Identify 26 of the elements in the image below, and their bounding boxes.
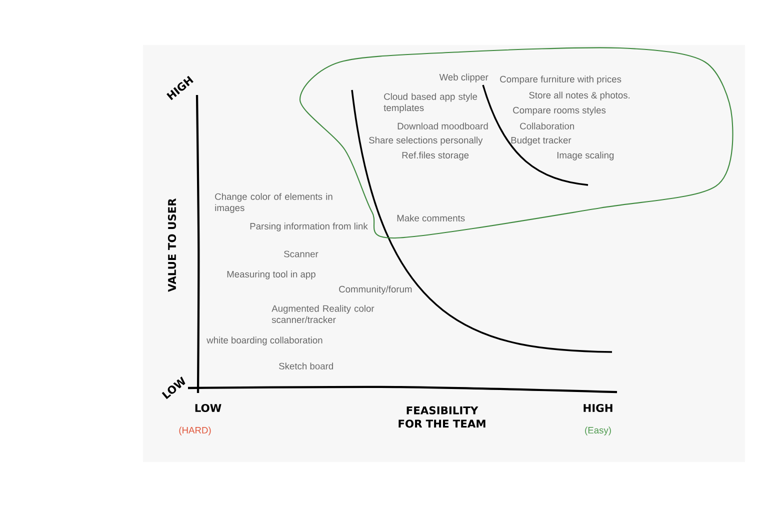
feature-label: Change color of elements in images: [215, 193, 332, 213]
axis-label: LOW: [195, 404, 222, 412]
feature-label: Store all notes & photos.: [529, 92, 630, 100]
scale-note: (Easy): [585, 426, 611, 436]
feature-label: Compare rooms styles: [513, 106, 606, 116]
feature-label: Cloud based app style templates: [384, 93, 478, 113]
feature-label: Budget tracker: [511, 136, 572, 146]
feature-label: Make comments: [397, 214, 465, 222]
feature-label: Augmented Reality color scanner/tracker: [272, 304, 374, 324]
feature-label: Compare furniture with prices: [500, 76, 622, 84]
axis-label: VALUE TO USER: [168, 198, 176, 292]
feature-label: Measuring tool in app: [227, 270, 316, 280]
scale-note: (HARD): [179, 426, 211, 436]
feature-label: Ref.files storage: [402, 152, 469, 160]
feature-label: Image scaling: [557, 152, 614, 160]
feature-label: Collaboration: [520, 122, 574, 130]
feature-label: Download moodboard: [398, 122, 488, 130]
feature-label: Community/forum: [339, 286, 412, 294]
feature-label: white boarding collaboration: [206, 336, 322, 346]
feature-label: Scanner: [284, 250, 318, 258]
feature-label: Share selections personally: [369, 136, 483, 146]
axis-label: HIGH: [584, 404, 612, 412]
feature-label: Parsing information from link: [250, 222, 368, 232]
feature-label: Sketch board: [279, 362, 333, 370]
feature-label: Web clipper: [439, 74, 488, 82]
axis-label: FEASIBILITY FOR THE TEAM: [398, 406, 486, 428]
